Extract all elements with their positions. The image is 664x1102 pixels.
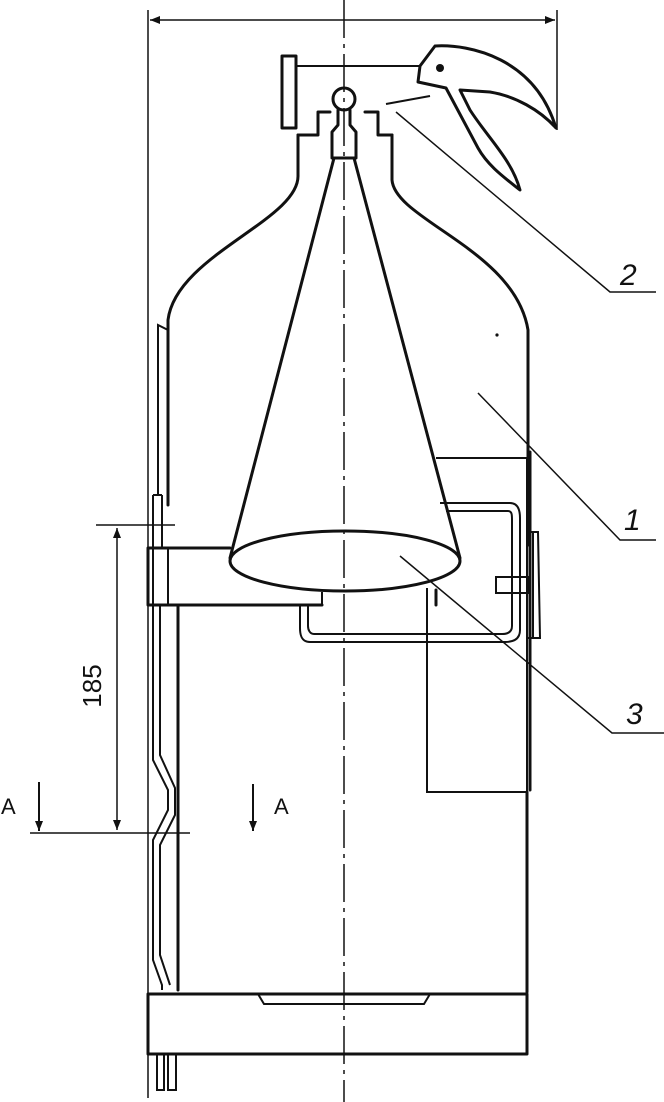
- valve-stem: [330, 108, 358, 160]
- discharge-cone: [228, 156, 462, 560]
- cone-mouth: [228, 529, 462, 593]
- speck: [495, 333, 499, 337]
- leader-3: [399, 555, 664, 734]
- valve-ball: [331, 86, 357, 112]
- callout-1: 1: [624, 504, 641, 537]
- upper-bracket: [146, 546, 438, 607]
- cylinder-body: [166, 133, 530, 547]
- trigger-lever: [416, 44, 558, 192]
- valve-neck: [296, 110, 394, 137]
- wire-loop: [299, 502, 521, 643]
- leader-1: [477, 392, 656, 541]
- bracket-hook: [321, 592, 437, 605]
- trigger-pin: [436, 64, 444, 72]
- hanger-bolt: [495, 576, 529, 594]
- wall-rail: [152, 323, 176, 990]
- section-label-left: A: [1, 794, 16, 819]
- section-label-right: A: [274, 794, 289, 819]
- callout-2: 2: [619, 259, 637, 292]
- valve-port: [385, 95, 431, 105]
- base-recess: [257, 993, 431, 1005]
- base-plate: [146, 992, 529, 1056]
- dim-185-label: 185: [77, 664, 107, 707]
- base-rail-ends: [156, 1054, 177, 1091]
- lower-body-walls: [176, 603, 529, 994]
- callout-3: 3: [626, 698, 643, 731]
- valve-flange: [280, 54, 298, 130]
- hanger-clip: [528, 531, 542, 639]
- leader-2: [395, 111, 656, 293]
